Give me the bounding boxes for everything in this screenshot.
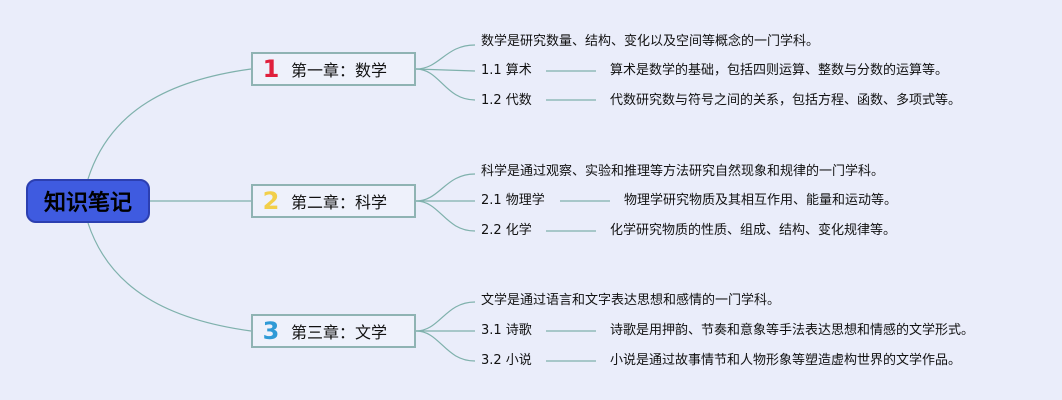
connector-ch2-summary	[415, 173, 476, 202]
connector-ch3-item2	[415, 330, 476, 362]
root-label: 知识笔记	[43, 191, 132, 216]
connector-ch1-item2	[415, 68, 476, 101]
chapter-1-title: 第一章：数学	[291, 61, 388, 80]
connector-ch3-summary	[415, 301, 476, 332]
item-2-2-label[interactable]: 2.2 化学	[481, 223, 532, 238]
item-2-2-desc: 化学研究物质的性质、组成、结构、变化规律等。	[610, 223, 897, 238]
item-2-1-label[interactable]: 2.1 物理学	[481, 193, 545, 208]
item-3-1-label[interactable]: 3.1 诗歌	[481, 323, 532, 338]
item-1-1-label[interactable]: 1.1 算术	[481, 63, 532, 78]
item-3-2-desc: 小说是通过故事情节和人物形象等塑造虚构世界的文学作品。	[610, 353, 962, 368]
connector-root-ch3	[87, 222, 252, 332]
chapter-2-number: 2	[262, 187, 280, 215]
item-1-2-desc: 代数研究数与符号之间的关系，包括方程、函数、多项式等。	[610, 93, 962, 108]
chapter-1-summary: 数学是研究数量、结构、变化以及空间等概念的一门学科。	[481, 34, 820, 49]
connector-ch1-item1	[415, 68, 476, 72]
item-1-1-desc: 算术是数学的基础，包括四则运算、整数与分数的运算等。	[610, 63, 949, 78]
chapter-3-title: 第三章：文学	[291, 323, 388, 342]
chapter-1-number: 1	[262, 55, 280, 83]
item-1-2-label[interactable]: 1.2 代数	[481, 93, 532, 108]
chapter-3-node[interactable]: 3 第三章：文学	[251, 314, 416, 348]
chapter-3-summary: 文学是通过语言和文字表达思想和感情的一门学科。	[481, 293, 781, 308]
item-3-1-desc: 诗歌是用押韵、节奏和意象等手法表达思想和情感的文学形式。	[610, 323, 975, 338]
chapter-2-title: 第二章：科学	[291, 193, 388, 212]
item-2-1-desc: 物理学研究物质及其相互作用、能量和运动等。	[624, 193, 898, 208]
chapter-2-summary: 科学是通过观察、实验和推理等方法研究自然现象和规律的一门学科。	[481, 164, 885, 179]
connector-ch1-summary	[415, 44, 476, 70]
connector-root-ch1	[87, 68, 252, 180]
item-3-2-label[interactable]: 3.2 小说	[481, 353, 532, 368]
chapter-2-node[interactable]: 2 第二章：科学	[251, 184, 416, 218]
connector-ch2-item2	[415, 200, 476, 232]
root-node[interactable]: 知识笔记	[26, 179, 150, 223]
chapter-3-number: 3	[262, 317, 280, 345]
chapter-1-node[interactable]: 1 第一章：数学	[251, 52, 416, 86]
